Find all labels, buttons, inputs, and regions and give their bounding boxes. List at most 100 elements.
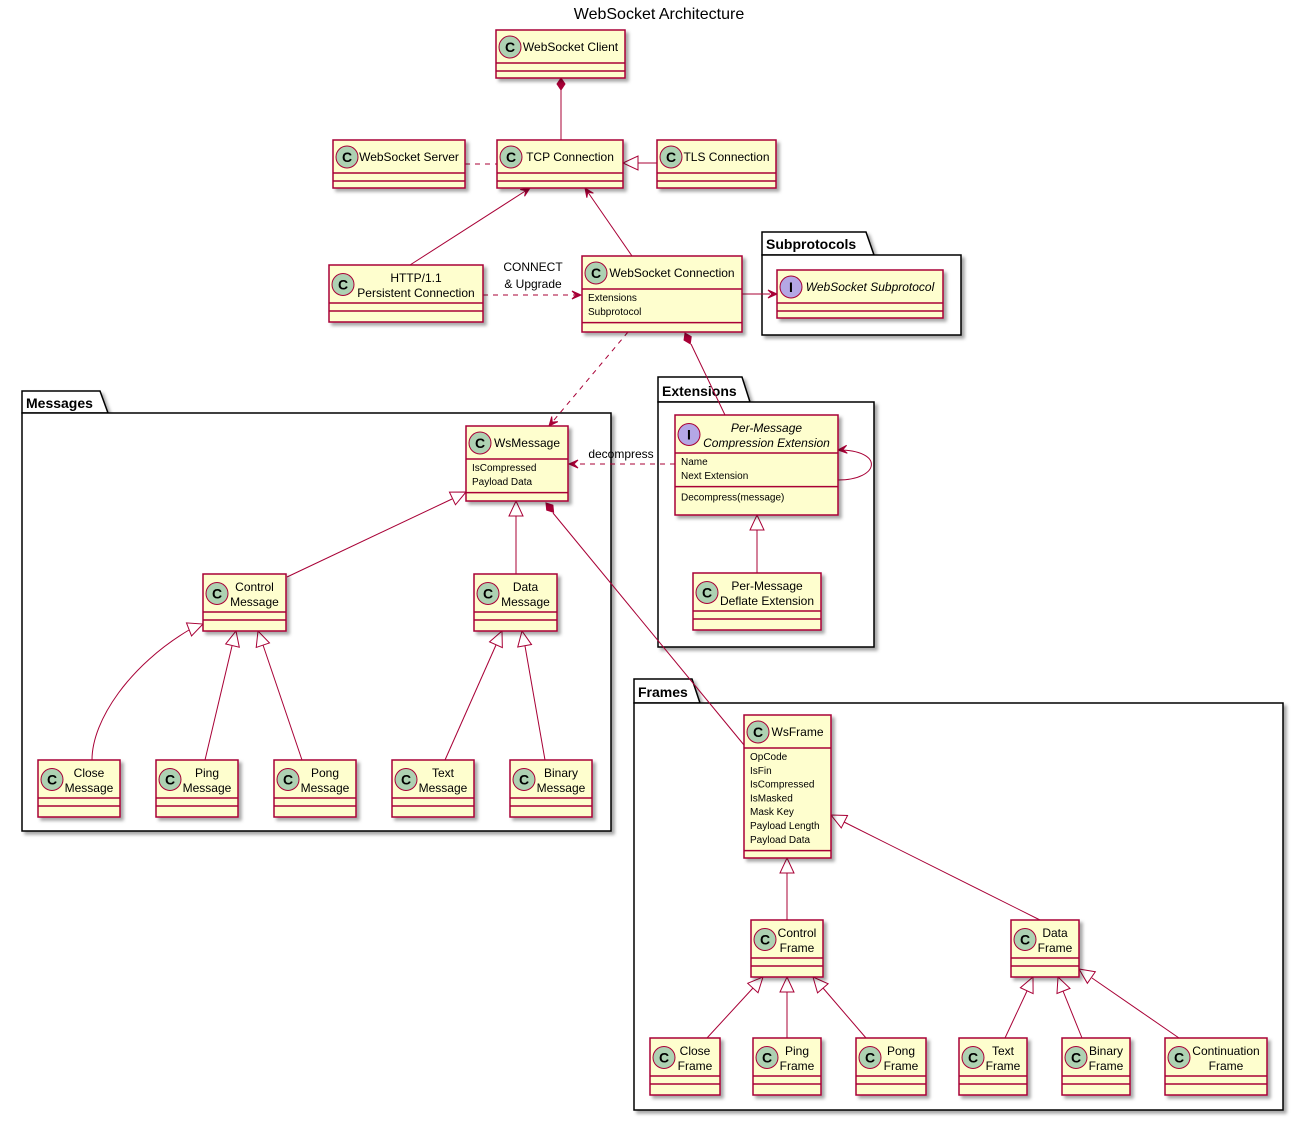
- edge-label-connect: CONNECT: [503, 260, 563, 274]
- attribute-ws-frame-3: IsMasked: [750, 793, 793, 804]
- class-ws-server: C WebSocket Server: [332, 139, 466, 189]
- edge-pongframe-controlframe: [822, 987, 867, 1039]
- class-letter-icon: C: [165, 772, 175, 788]
- class-stereotype-icon: [652, 1046, 676, 1069]
- class-stereotype-icon: [1013, 928, 1037, 951]
- class-letter-icon: C: [47, 772, 57, 788]
- class-name-control-message-0: Control: [235, 580, 274, 594]
- interface-letter-icon: I: [789, 279, 793, 295]
- arrowhead: [767, 289, 779, 299]
- class-name-pmde-1: Deflate Extension: [720, 594, 814, 608]
- attribute-pmce-1: Next Extension: [681, 471, 748, 482]
- class-stereotype-icon: [498, 35, 522, 59]
- class-stereotype-icon: [1167, 1046, 1191, 1069]
- class-name-ws-frame-0: WsFrame: [772, 725, 824, 739]
- class-stereotype-icon: [1064, 1046, 1088, 1069]
- class-name-binary-message-1: Message: [537, 781, 586, 795]
- class-box-http-conn: [328, 264, 484, 323]
- package-label-subprotocols: Subprotocols: [766, 236, 856, 252]
- class-letter-icon: C: [666, 149, 676, 165]
- class-stereotype-icon: [695, 581, 719, 604]
- class-name-data-frame-0: Data: [1042, 926, 1068, 940]
- class-box-ws-subprotocol: [776, 269, 944, 319]
- edge-http-tcp: [409, 187, 531, 266]
- class-name-ping-frame-0: Ping: [785, 1044, 809, 1058]
- class-letter-icon: C: [283, 772, 293, 788]
- class-name-ping-message-0: Ping: [195, 766, 219, 780]
- class-stereotype-icon: [158, 768, 182, 791]
- class-letter-icon: C: [968, 1050, 978, 1066]
- class-letter-icon: C: [475, 435, 485, 451]
- class-name-text-message-0: Text: [432, 766, 455, 780]
- attribute-ws-conn-0: Extensions: [588, 293, 637, 304]
- edge-textframe-dataframe: [1004, 990, 1028, 1039]
- class-letter-icon: C: [1020, 932, 1030, 948]
- attribute-ws-frame-5: Payload Length: [750, 821, 820, 832]
- edge-wsconn-pmce: [690, 343, 726, 416]
- class-name-ping-message-1: Message: [183, 781, 232, 795]
- class-name-pong-message-0: Pong: [311, 766, 339, 780]
- class-name-pong-message-1: Message: [301, 781, 350, 795]
- diagram-title: WebSocket Architecture: [574, 6, 745, 23]
- inheritance-arrowhead: [621, 155, 639, 171]
- attribute-ws-message-0: IsCompressed: [472, 463, 536, 474]
- attribute-pmce-0: Name: [681, 457, 708, 468]
- class-name-http-conn-1: Persistent Connection: [357, 286, 474, 300]
- class-stereotype-icon: [512, 768, 536, 791]
- relationship-edges: [91, 77, 1180, 1039]
- class-box-ws-conn: [581, 255, 743, 333]
- class-name-ws-server-0: WebSocket Server: [359, 150, 459, 164]
- class-name-continuation-frame-1: Frame: [1209, 1059, 1244, 1073]
- composition-diamond: [545, 502, 555, 513]
- class-name-data-frame-1: Frame: [1038, 941, 1073, 955]
- class-letter-icon: C: [519, 772, 529, 788]
- class-name-ws-subprotocol-0: WebSocket Subprotocol: [806, 280, 935, 294]
- class-name-pong-frame-0: Pong: [887, 1044, 915, 1058]
- edge-controlmsg-wsmessage: [286, 498, 453, 578]
- edge-pongmsg-controlmsg: [262, 644, 303, 761]
- class-stereotype-icon: [331, 273, 355, 296]
- class-letter-icon: C: [762, 1050, 772, 1066]
- inheritance-arrowhead: [517, 629, 533, 648]
- inheritance-arrowhead: [1019, 975, 1034, 995]
- package-label-extensions: Extensions: [662, 383, 737, 399]
- class-name-data-message-1: Message: [501, 595, 550, 609]
- class-stereotype-icon: [40, 768, 64, 791]
- edge-textmsg-datamsg: [444, 644, 497, 761]
- class-name-pmce-0: Per-Message: [731, 421, 802, 435]
- attribute-ws-message-1: Payload Data: [472, 477, 532, 488]
- class-name-text-message-1: Message: [419, 781, 468, 795]
- class-stereotype-icon: [394, 768, 418, 791]
- package-label-frames: Frames: [638, 684, 688, 700]
- method-pmce-0: Decompress(message): [681, 493, 784, 504]
- class-letter-icon: C: [342, 149, 352, 165]
- inheritance-arrowhead: [224, 629, 240, 648]
- class-name-tls-conn-0: TLS Connection: [683, 150, 769, 164]
- class-name-ws-message-0: WsMessage: [494, 436, 560, 450]
- arrowhead: [548, 416, 559, 427]
- interface-stereotype-icon: [779, 275, 803, 299]
- class-letter-icon: C: [483, 586, 493, 602]
- class-stereotype-icon: [659, 145, 683, 169]
- class-name-close-frame-0: Close: [680, 1044, 711, 1058]
- inheritance-arrowhead: [448, 491, 468, 506]
- edge-pmce-self: [837, 449, 872, 481]
- class-stereotype-icon: [746, 720, 770, 744]
- interface-letter-icon: I: [687, 427, 691, 443]
- edge-binarymsg-datamsg: [524, 645, 546, 761]
- class-stereotype-icon: [476, 582, 500, 605]
- class-name-control-frame-0: Control: [778, 926, 817, 940]
- class-stereotype-icon: [276, 768, 300, 791]
- class-stereotype-icon: [584, 261, 608, 285]
